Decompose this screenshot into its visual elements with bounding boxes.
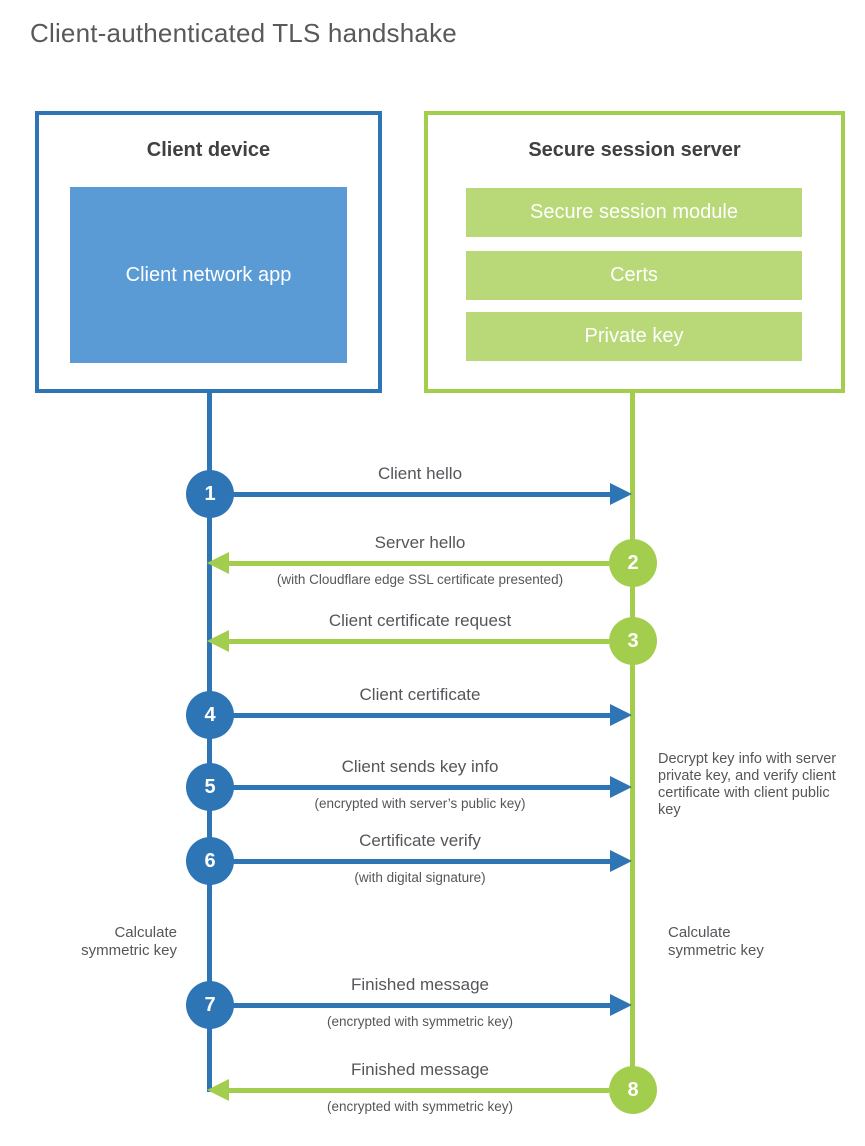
step-3-arrowhead-left-icon [207,630,229,652]
step-4-badge: 4 [186,691,234,739]
step-5-number: 5 [204,775,216,798]
step-3-label: Client certificate request [328,611,512,630]
client-network-app-label: Client network app [125,264,292,286]
client-device-heading: Client device [146,139,271,161]
certs-bar: Certs [466,251,802,300]
step-8-arrow-line [229,1088,609,1093]
certs-label: Certs [610,264,658,286]
secure-session-module-bar: Secure session module [466,188,802,237]
step-3-arrow-line [229,639,609,644]
step-5-label: Client sends key info [341,757,499,776]
step-6-label: Certificate verify [359,831,481,850]
step-6-arrow-line [233,859,610,864]
step-8-arrowhead-left-icon [207,1079,229,1101]
step-7-label: Finished message [351,975,489,994]
step-7-note: (encrypted with symmetric key) [326,1014,514,1029]
step-3-badge: 3 [609,617,657,665]
step-1-label: Client hello [377,464,463,483]
page-title: Client-authenticated TLS handshake [30,18,457,48]
step-2-number: 2 [627,551,639,574]
step-2-arrowhead-left-icon [207,552,229,574]
step-1-arrow-line [233,492,610,497]
step-3-number: 3 [627,629,639,652]
step-6-note: (with digital signature) [354,870,486,885]
step-6-badge: 6 [186,837,234,885]
secure-session-module-label: Secure session module [530,201,738,223]
client-network-app-box: Client network app [70,187,347,363]
step-1-arrowhead-right-icon [610,483,632,505]
step-6-arrowhead-right-icon [610,850,632,872]
calculate-symmetric-key-right-note: Calculate symmetric key [668,924,764,959]
step-2-note: (with Cloudflare edge SSL certificate pr… [276,572,564,587]
step-4-arrowhead-right-icon [610,704,632,726]
step-7-arrow-line [233,1003,610,1008]
calculate-symmetric-key-left-note: Calculate symmetric key [81,924,177,959]
step-8-number: 8 [627,1078,639,1101]
step-8-label: Finished message [351,1060,489,1079]
step-8-badge: 8 [609,1066,657,1114]
step-4-arrow-line [233,713,610,718]
step-2-label: Server hello [374,533,466,552]
step-5-arrowhead-right-icon [610,776,632,798]
step-4-number: 4 [204,703,216,726]
decrypt-key-info-note: Decrypt key info with server private key… [658,751,837,818]
step-5-arrow-line [233,785,610,790]
step-7-badge: 7 [186,981,234,1029]
private-key-bar: Private key [466,312,802,361]
private-key-label: Private key [584,325,684,347]
step-2-arrow-line [229,561,609,566]
step-2-badge: 2 [609,539,657,587]
secure-session-server-heading: Secure session server [528,139,741,161]
step-7-arrowhead-right-icon [610,994,632,1016]
server-lifeline [630,391,635,1090]
step-7-number: 7 [204,993,216,1016]
step-5-badge: 5 [186,763,234,811]
step-5-note: (encrypted with server’s public key) [314,796,526,811]
step-8-note: (encrypted with symmetric key) [326,1099,514,1114]
step-4-label: Client certificate [359,685,481,704]
step-1-number: 1 [204,482,216,505]
step-1-badge: 1 [186,470,234,518]
step-6-number: 6 [204,849,216,872]
client-lifeline [207,391,212,1092]
